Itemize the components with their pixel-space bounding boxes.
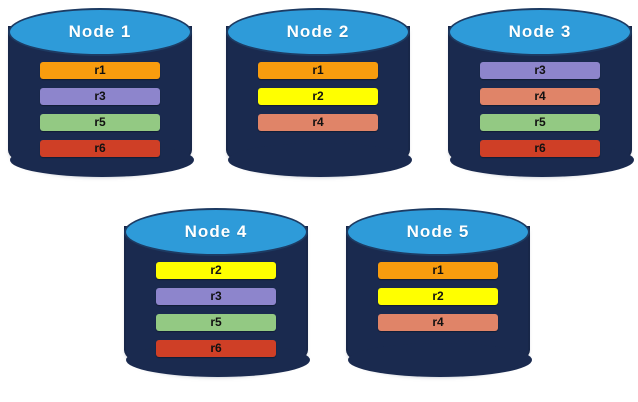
database-node-2[interactable]: Node 2 r1 r2 r4 — [226, 8, 412, 194]
record-bar-r2[interactable]: r2 — [258, 88, 378, 105]
record-bar-r6[interactable]: r6 — [40, 140, 160, 157]
cylinder-top-ellipse — [448, 8, 632, 56]
node-label: Node 1 — [68, 22, 132, 41]
database-node-5[interactable]: Node 5 r1 r2 r4 — [346, 208, 532, 394]
record-list: r1 r2 r4 — [378, 262, 498, 340]
record-bar-r2[interactable]: r2 — [378, 288, 498, 305]
record-bar-r1[interactable]: r1 — [378, 262, 498, 279]
record-bar-r4[interactable]: r4 — [480, 88, 600, 105]
database-node-3[interactable]: Node 3 r3 r4 r5 r6 — [448, 8, 634, 194]
node-label: Node 3 — [508, 22, 572, 41]
cylinder-top-ellipse — [124, 208, 308, 256]
cylinder-top-ellipse — [226, 8, 410, 56]
record-bar-r6[interactable]: r6 — [156, 340, 276, 357]
database-node-1[interactable]: Node 1 r1 r3 r5 r6 — [8, 8, 194, 194]
record-list: r1 r2 r4 — [258, 62, 378, 140]
record-bar-r5[interactable]: r5 — [156, 314, 276, 331]
database-node-4[interactable]: Node 4 r2 r3 r5 r6 — [124, 208, 310, 394]
record-bar-r1[interactable]: r1 — [258, 62, 378, 79]
cylinder-top-ellipse — [346, 208, 530, 256]
record-list: r3 r4 r5 r6 — [480, 62, 600, 166]
cylinder-bottom-ellipse — [348, 343, 532, 377]
record-bar-r5[interactable]: r5 — [40, 114, 160, 131]
record-bar-r3[interactable]: r3 — [156, 288, 276, 305]
cylinder-top-ellipse — [8, 8, 192, 56]
record-bar-r6[interactable]: r6 — [480, 140, 600, 157]
record-bar-r4[interactable]: r4 — [258, 114, 378, 131]
node-label: Node 5 — [406, 222, 470, 241]
record-bar-r1[interactable]: r1 — [40, 62, 160, 79]
node-label: Node 2 — [286, 22, 350, 41]
record-bar-r2[interactable]: r2 — [156, 262, 276, 279]
record-bar-r3[interactable]: r3 — [480, 62, 600, 79]
record-list: r1 r3 r5 r6 — [40, 62, 160, 166]
node-label: Node 4 — [184, 222, 248, 241]
cylinder-bottom-ellipse — [228, 143, 412, 177]
record-list: r2 r3 r5 r6 — [156, 262, 276, 366]
record-bar-r4[interactable]: r4 — [378, 314, 498, 331]
record-bar-r5[interactable]: r5 — [480, 114, 600, 131]
record-bar-r3[interactable]: r3 — [40, 88, 160, 105]
